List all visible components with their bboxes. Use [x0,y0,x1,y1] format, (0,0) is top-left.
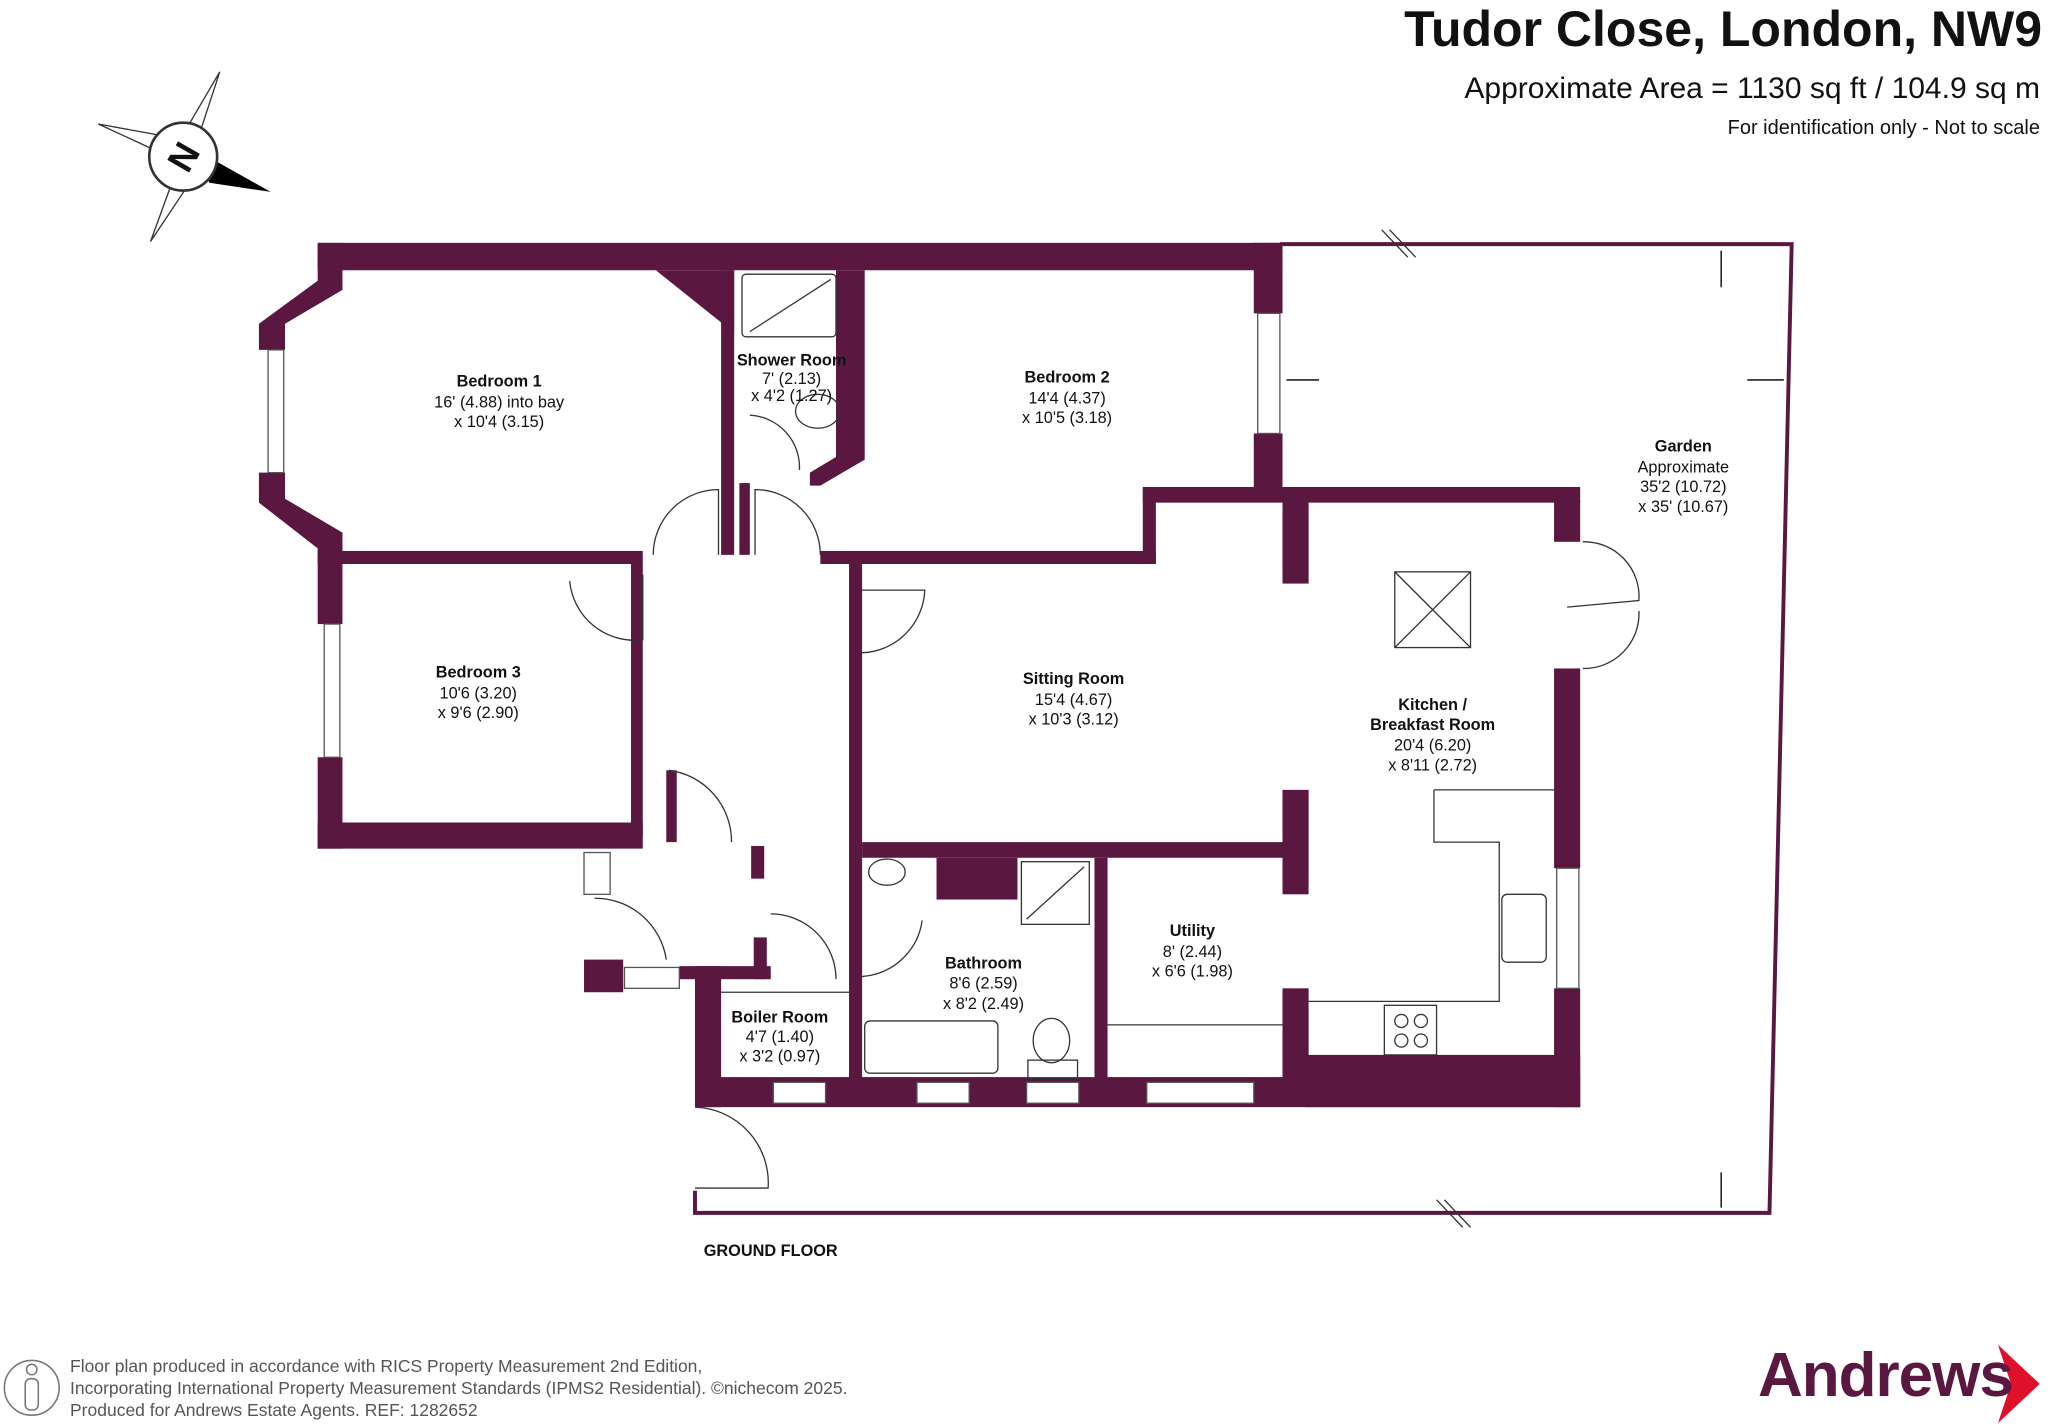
room-label-text: 8' (2.44) [1163,943,1222,961]
room-label-text: x 9'6 (2.90) [438,704,519,722]
floor-label: GROUND FLOOR [704,1242,838,1260]
room-bedroom-2: Bedroom 2 14'4 (4.37) x 10'5 (3.18) [1022,369,1112,427]
room-label-text: x 8'11 (2.72) [1388,756,1477,774]
room-label-text: x 4'2 (1.27) [751,387,832,405]
page-title: Tudor Close, London, NW9 [1404,1,2042,57]
room-label-text: 4'7 (1.40) [746,1028,814,1046]
room-label-text: Shower Room [737,352,847,370]
room-sitting: Sitting Room 15'4 (4.67) x 10'3 (3.12) [1023,670,1124,728]
room-label-text: Bedroom 1 [457,372,542,390]
room-label-text: 8'6 (2.59) [949,974,1017,992]
room-label-text: Bedroom 2 [1025,369,1110,387]
room-label-text: Approximate [1638,459,1730,477]
door-swings [569,414,1640,1189]
person-info-icon [3,1359,60,1417]
room-label-text: Garden [1655,438,1712,456]
room-boiler: Boiler Room 4'7 (1.40)x 3'2 (0.97) [731,1008,828,1065]
room-label-text: Boiler Room [731,1008,828,1026]
dimension-arrows [1286,250,1784,1208]
room-label-text: x 10'3 (3.12) [1029,711,1119,729]
walls [258,242,1581,1108]
room-label-text: 15'4 (4.67) [1035,691,1112,709]
windows [267,312,1580,1104]
room-label-text: 35'2 (10.72) [1640,478,1726,496]
room-label-text: 7' (2.13) [762,370,821,388]
garden-boundary [693,242,1794,1215]
approximate-area: Approximate Area = 1130 sq ft / 104.9 sq… [1464,72,2040,105]
room-label-text: x 10'4 (3.15) [454,413,544,431]
room-label-text: x 35' (10.67) [1638,498,1728,516]
room-label-text: x 6'6 (1.98) [1152,963,1233,981]
room-bedroom-3: Bedroom 3 10'6 (3.20) x 9'6 (2.90) [436,664,521,722]
room-label-text: Sitting Room [1023,670,1124,688]
room-label-text: 10'6 (3.20) [440,684,517,702]
scale-note: For identification only - Not to scale [1727,117,2040,139]
room-label-text: x 8'2 (2.49) [943,995,1024,1013]
compass-icon: N [98,71,271,242]
room-kitchen: Kitchen / Breakfast Room 20'4 (6.20)x 8'11… [1370,696,1495,774]
fixtures [721,273,1555,1080]
room-label-text: x 3'2 (0.97) [739,1047,820,1065]
footer-notes: Floor plan produced in accordance with R… [70,1356,848,1420]
room-label-text: Kitchen / [1398,696,1467,714]
room-label-text: Bathroom [945,955,1022,973]
room-label-text: 20'4 (6.20) [1394,737,1471,755]
brand-logo: Andrews [1758,1341,2014,1410]
room-label-text: 14'4 (4.37) [1028,389,1105,407]
room-utility: Utility 8' (2.44) x 6'6 (1.98) [1152,922,1233,980]
room-label-text: x 10'5 (3.18) [1022,409,1112,427]
room-label-text: Breakfast Room [1370,716,1495,734]
room-label-text: Bedroom 3 [436,664,521,682]
brand-chevron-icon [1997,1344,2040,1424]
room-bedroom-1: Bedroom 1 16' (4.88) into bay x 10'4 (3.15… [434,372,565,430]
room-label-text: Utility [1170,922,1215,940]
room-label-text: 16' (4.88) into bay [434,393,565,411]
